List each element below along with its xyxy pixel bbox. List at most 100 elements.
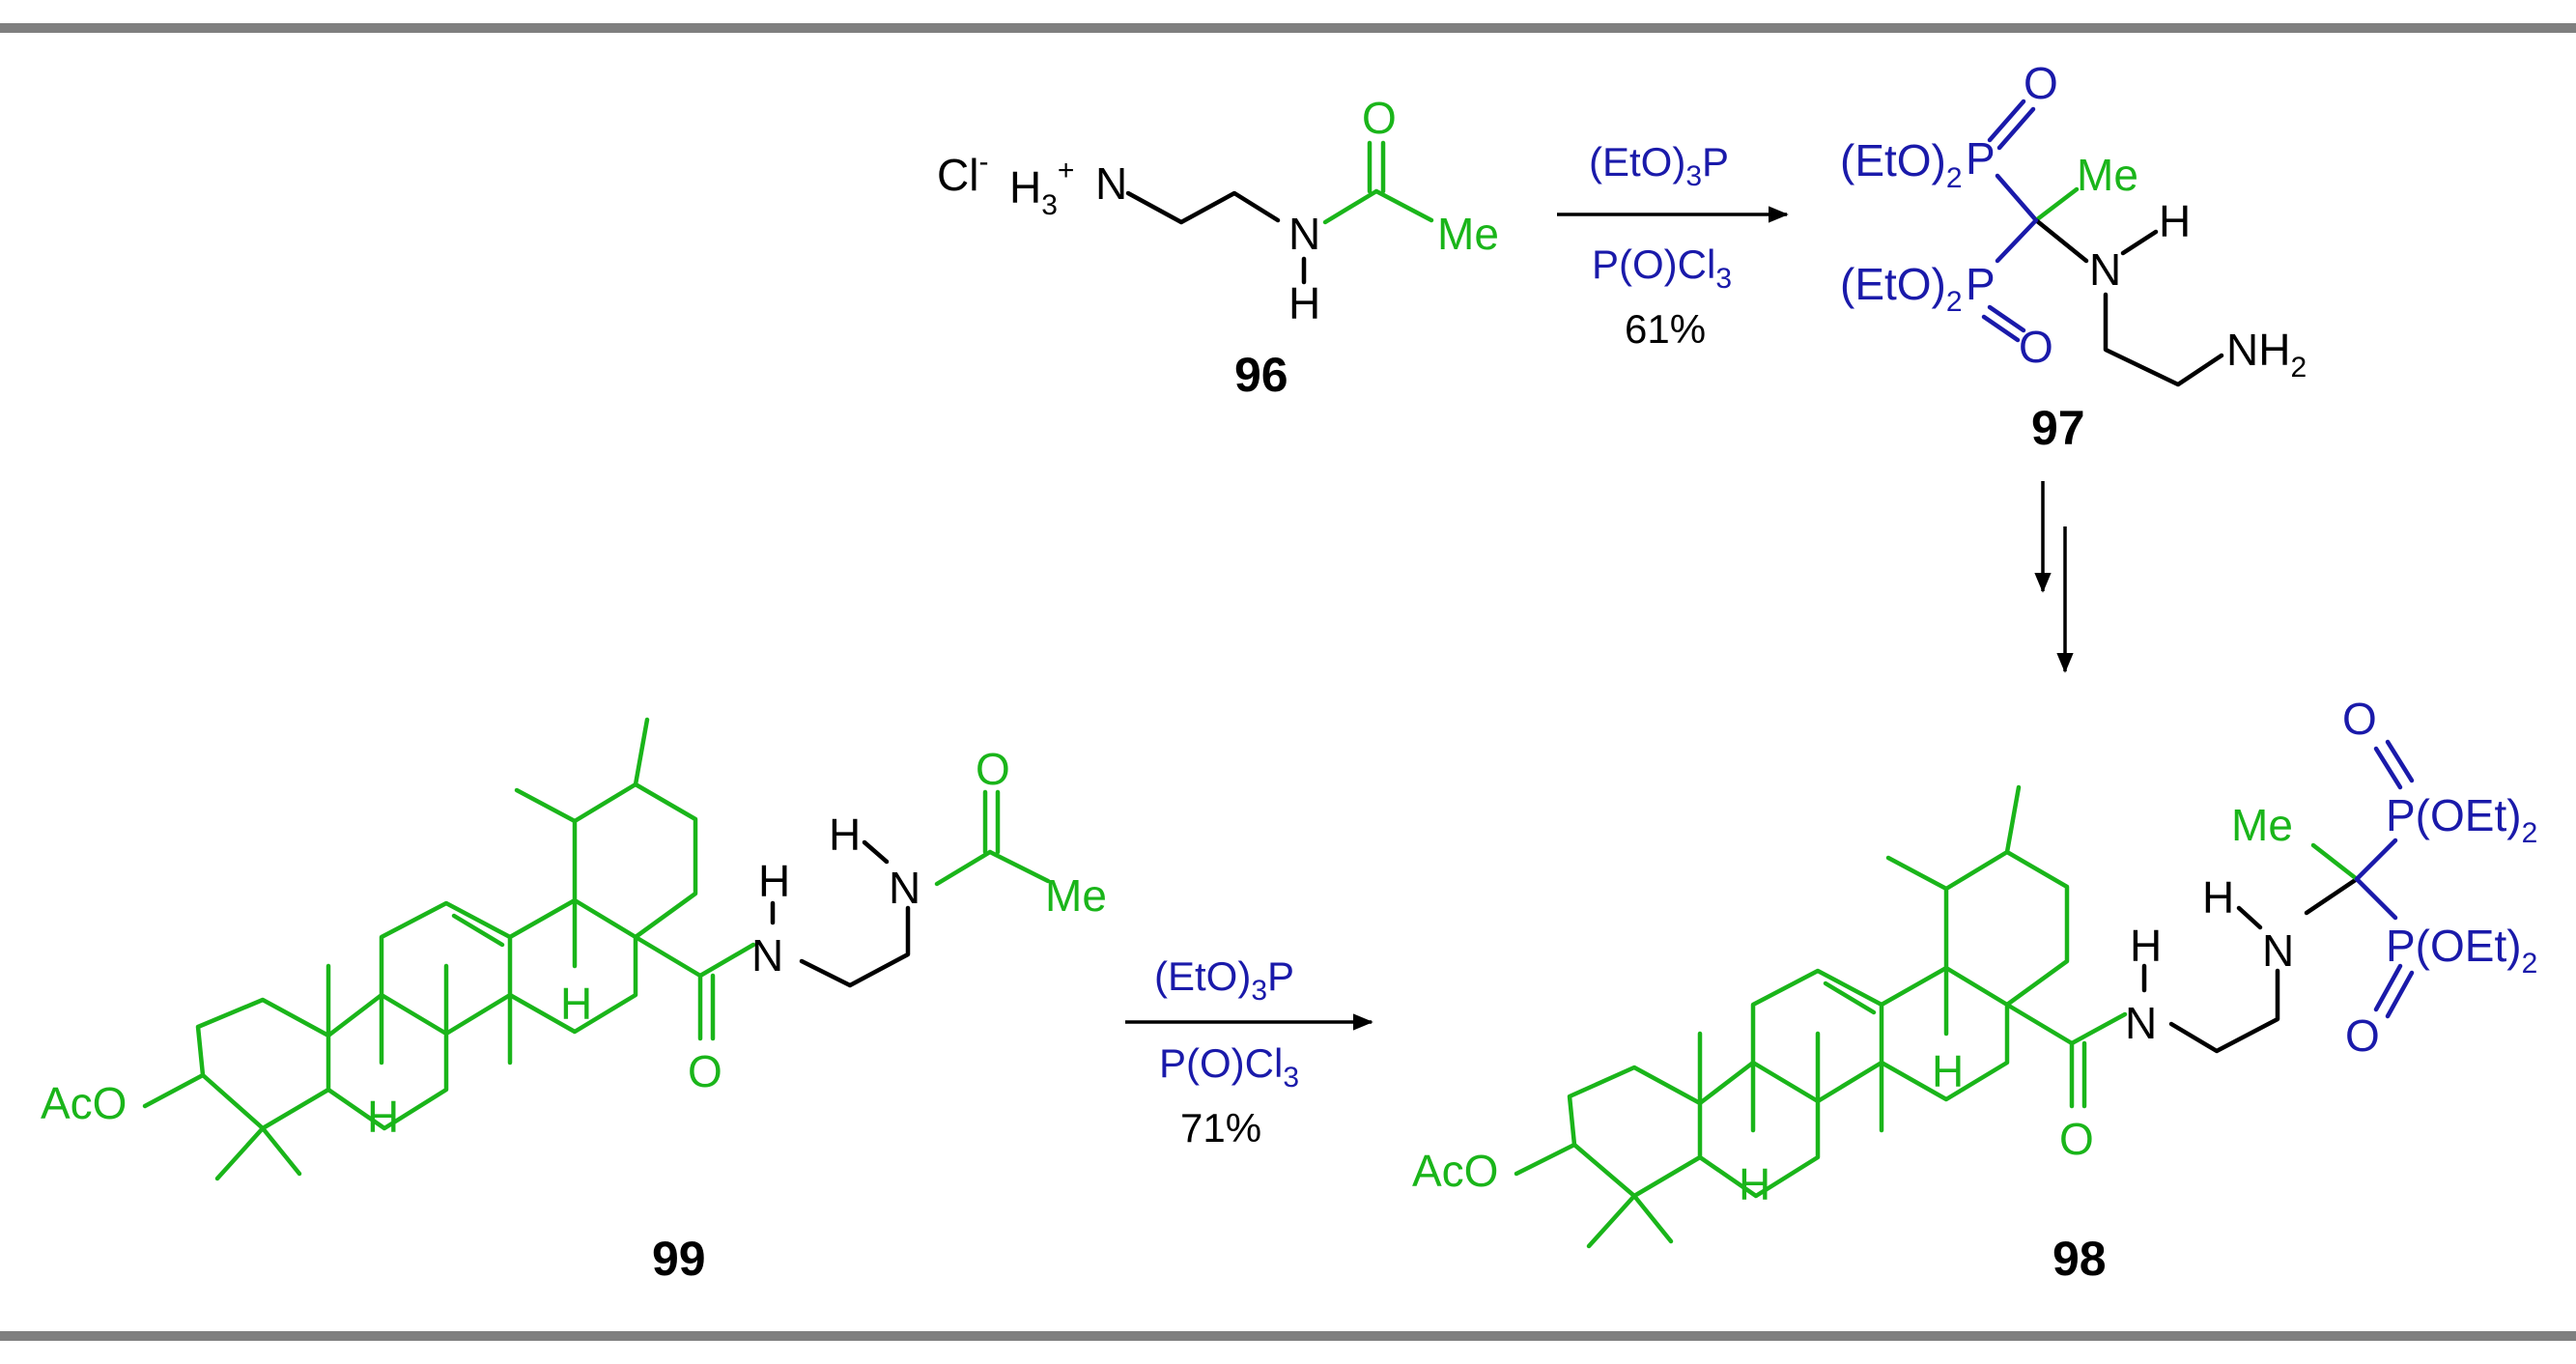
c98-po-bottom-a: [2373, 963, 2403, 1012]
compound-99: [142, 717, 1051, 1181]
c97-p-c-bottom: [1995, 217, 2039, 264]
c97-amine-h: H: [2159, 196, 2191, 246]
c99-carbonyl-o: O: [976, 744, 1010, 794]
c97-po-top-a: [1987, 99, 2026, 143]
c99-ring-c: [379, 900, 513, 1037]
c97-ethylene-chain: [2103, 292, 2224, 387]
compound-96: Cl- H3+ N N H O Me 96: [937, 93, 1499, 402]
c99-second-h: H: [829, 810, 861, 860]
c98-acetoxy-bond: [1514, 1142, 1577, 1177]
c97-label: 97: [2031, 401, 2085, 455]
c97-c-me-bond: [2033, 186, 2080, 223]
c99-label: 99: [652, 1232, 706, 1286]
c98-po-top-a: [2373, 746, 2403, 790]
c97-po-bottom-a: [1987, 304, 2026, 333]
c98-amide-h: H: [2130, 921, 2162, 971]
c99-second-n: N: [889, 863, 920, 913]
r1-yield: 61%: [1625, 306, 1706, 352]
c98-acetoxy: AcO: [1412, 1146, 1498, 1196]
c99-c-me-bond: [987, 849, 1051, 884]
c98-second-h: H: [2202, 872, 2234, 923]
c96-ammonium: H3+: [1009, 155, 1074, 221]
c98-c-p-top: [2354, 838, 2398, 882]
r2-yield: 71%: [1180, 1105, 1261, 1151]
c99-acetoxy-bond: [142, 1072, 206, 1109]
r1-reagent-top: (EtO)3P: [1589, 139, 1729, 192]
c97-methyl: Me: [2077, 150, 2138, 200]
c99-c-co-bond: [633, 934, 703, 979]
c99-amide-h: H: [758, 856, 790, 906]
c97-po-top-b: [1996, 106, 2036, 151]
c99-n-co-bond: [934, 849, 993, 887]
c97-po-bottom-b: [1981, 314, 2021, 343]
c99-acetoxy: AcO: [41, 1078, 127, 1128]
top-rule: [0, 23, 2576, 33]
c99-me-ring-e-top: [633, 717, 650, 787]
c98-ring-h-1: H: [1739, 1159, 1770, 1209]
c98-c-co-bond: [2004, 1002, 2075, 1046]
c97-amine-n: N: [2089, 244, 2121, 295]
c98-po-bottom-b: [2385, 970, 2415, 1019]
c99-ring-e: [572, 781, 698, 940]
compound-97: (EtO)2 P O Me N H (EtO)2 P O NH2 97: [1840, 58, 2307, 455]
bottom-rule: [0, 1331, 2576, 1341]
c96-amine-n: N: [1095, 158, 1127, 209]
c99-ring-h-2: H: [560, 979, 592, 1029]
reaction-2: (EtO)3P P(O)Cl3 71%: [1125, 953, 1373, 1151]
c97-terminal-amine: NH2: [2226, 325, 2307, 384]
c96-carbonyl-o: O: [1362, 93, 1397, 143]
c97-p-c-top: [1995, 173, 2039, 223]
compound-99-labels: AcO H H N H O N H O Me 99: [41, 744, 1107, 1286]
c99-me-gem-a: [214, 1125, 266, 1181]
c98-c-me-bond: [2310, 842, 2360, 882]
r1-reagent-bottom: P(O)Cl3: [1592, 242, 1732, 295]
c98-second-n: N: [2262, 925, 2294, 976]
c96-label: 96: [1234, 348, 1288, 402]
c98-ring-a: [1567, 1065, 1703, 1199]
c96-c-me-bond: [1373, 188, 1434, 223]
c98-second-nh-bond: [2236, 905, 2263, 930]
r2-reagent-top: (EtO)3P: [1154, 953, 1294, 1007]
c97-phosphoryl-o-bottom: O: [2019, 322, 2053, 372]
compound-98-labels: AcO H H N H O N H Me O P(OEt)2 P(OEt)2 O…: [1412, 694, 2537, 1286]
c98-ring-c: [1750, 968, 1884, 1104]
compound-98: [1514, 739, 2415, 1249]
c98-phosphoryl-o-bottom: O: [2345, 1010, 2380, 1061]
c99-me-gem-b: [260, 1125, 302, 1177]
r2-reagent-bottom: P(O)Cl3: [1159, 1040, 1299, 1094]
c99-ring-h-1: H: [367, 1092, 399, 1142]
c98-alkene: [1823, 980, 1877, 1015]
c99-alkene: [451, 913, 505, 948]
c99-methyl: Me: [1045, 870, 1107, 921]
c96-methyl: Me: [1437, 209, 1499, 259]
c97-phosphorus-bottom: P: [1966, 259, 1996, 309]
c98-label: 98: [2052, 1232, 2107, 1286]
c97-nh-bond: [2120, 229, 2159, 256]
c98-n-c-bond: [2304, 876, 2360, 916]
c99-ring-a: [195, 997, 331, 1131]
c98-ethylene-chain: [2168, 968, 2280, 1054]
c97-c-n-bond: [2033, 217, 2089, 264]
c98-co-n-bond: [2069, 1011, 2128, 1046]
reaction-1: (EtO)3P P(O)Cl3 61%: [1557, 139, 1789, 352]
c99-amide-o: O: [688, 1046, 722, 1096]
c97-phosphoryl-o-top: O: [2024, 58, 2058, 108]
c98-phosphoryl-o-top: O: [2342, 694, 2377, 744]
c98-po-top-b: [2385, 739, 2415, 783]
c98-c-p-bottom: [2354, 876, 2398, 921]
c98-amide-o: O: [2059, 1114, 2094, 1164]
c98-me-ring-e-wedge: [1885, 855, 1949, 892]
c98-ring-d: [1879, 965, 2010, 1102]
c99-me-ring-e-wedge: [514, 787, 578, 824]
c98-ring-h-2: H: [1932, 1046, 1964, 1096]
c99-amide-n: N: [751, 930, 783, 980]
c96-amide-n: N: [1288, 209, 1320, 259]
c98-methyl: Me: [2231, 800, 2293, 850]
multistep-arrow: [2034, 481, 2074, 673]
c97-phosphonate-top-group: (EtO)2: [1840, 135, 1963, 194]
c96-ethylene-chain: [1125, 190, 1281, 225]
c98-ring-e: [1943, 849, 2070, 1008]
c99-ring-d: [507, 897, 638, 1035]
c98-me-gem-b: [1631, 1193, 1674, 1244]
